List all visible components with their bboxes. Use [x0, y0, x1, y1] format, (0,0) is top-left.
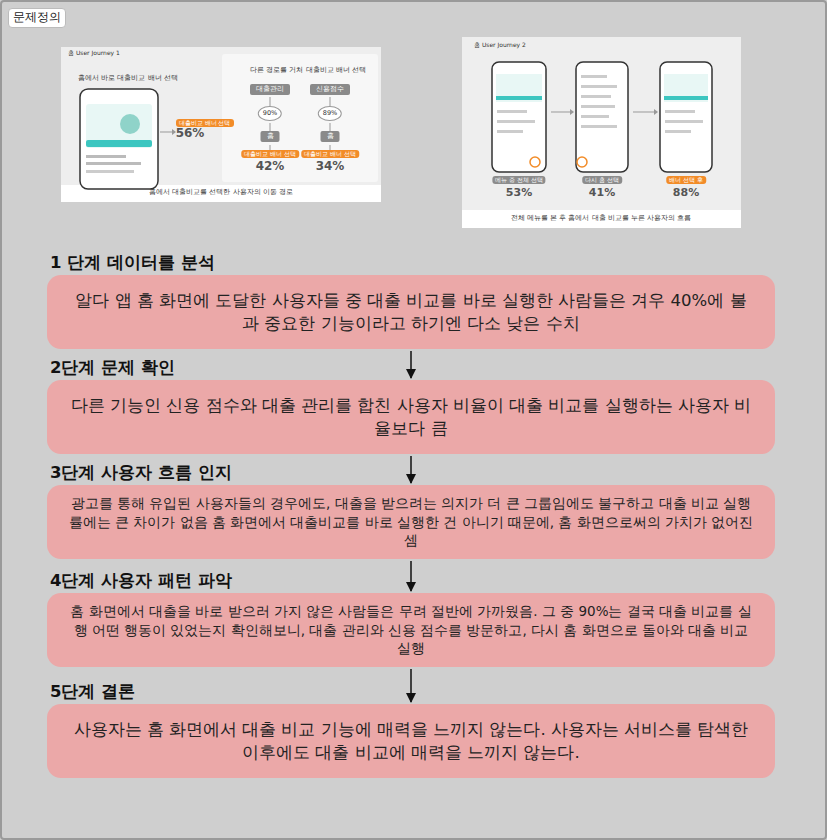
flow-arrow — [410, 351, 412, 378]
flow-arrow — [410, 561, 412, 591]
screenshot-label: 다른 경로를 거쳐 대출비교 배너 선택 — [250, 66, 366, 74]
screenshot-label: 메뉴 중 전체 선택 — [492, 176, 545, 184]
process-box: 2단계 문제 확인다른 기능인 신용 점수와 대출 관리를 합친 사용자 비율이… — [47, 380, 775, 454]
process-box: 3단계 사용자 흐름 인지광고를 통해 유입된 사용자들의 경우에도, 대출을 … — [47, 485, 775, 559]
stage-text: 사용자는 홈 화면에서 대출 비교 기능에 매력을 느끼지 않는다. 사용자는 … — [67, 718, 755, 764]
screenshot-label: 홈 User Journey 1 — [68, 50, 120, 57]
stage-heading: 1 단계 데이터를 분석 — [50, 252, 215, 274]
screenshot-label: 대출비교 배너 선택 — [241, 150, 299, 158]
stage-text: 홈 화면에서 대출을 바로 받으러 가지 않은 사람들은 무려 절반에 가까웠음… — [67, 602, 755, 659]
process-box: 1 단계 데이터를 분석알다 앱 홈 화면에 도달한 사용자들 중 대출 비교를… — [47, 275, 775, 349]
stage-text: 알다 앱 홈 화면에 도달한 사용자들 중 대출 비교를 바로 실행한 사람들은… — [67, 289, 755, 335]
process-box: 4단계 사용자 패턴 파악홈 화면에서 대출을 바로 받으러 가지 않은 사람들… — [47, 593, 775, 667]
screenshot-label: 홈 User Journey 2 — [474, 42, 526, 49]
process-box: 5단계 결론사용자는 홈 화면에서 대출 비교 기능에 매력을 느끼지 않는다.… — [47, 704, 775, 778]
screenshot-label: 전체 메뉴를 본 후 홈에서 대출 비교를 누른 사용자의 흐름 — [511, 215, 691, 222]
screenshot-label: 42% — [256, 160, 285, 174]
screenshot-label: 대출관리 — [250, 84, 290, 95]
screenshot-label: 홈에서 대출비교를 선택한 사용자의 이동 경로 — [149, 189, 292, 196]
screenshot-label: 56% — [176, 127, 205, 141]
screenshot-label: 53% — [506, 187, 532, 200]
stage-heading: 4단계 사용자 패턴 파악 — [50, 570, 232, 592]
screenshot-label: 88% — [673, 187, 699, 200]
flow-arrow — [410, 669, 412, 702]
screenshot-label: 다시 홈 선택 — [582, 176, 622, 184]
screenshot-label: 홈 — [321, 131, 340, 142]
title-tag: 문제정의 — [8, 8, 66, 28]
screenshot-label: 34% — [316, 160, 345, 174]
flow-arrow — [410, 456, 412, 483]
screenshot-label: 배너 선택 후 — [666, 176, 706, 184]
stage-heading: 5단계 결론 — [50, 681, 135, 703]
stage-heading: 3단계 사용자 흐름 인지 — [50, 462, 232, 484]
screenshot-label: 신용점수 — [310, 84, 350, 95]
screenshot-label: 홈에서 바로 대출비교 배너 선택 — [78, 74, 178, 82]
stage-text: 다른 기능인 신용 점수와 대출 관리를 합친 사용자 비율이 대출 비교를 실… — [67, 394, 755, 440]
stage-text: 광고를 통해 유입된 사용자들의 경우에도, 대출을 받으려는 의지가 더 큰 … — [67, 494, 755, 551]
screenshot-label: 41% — [589, 187, 615, 200]
screenshot-label: 대출비교 배너 선택 — [301, 150, 359, 158]
screenshot-label: 홈 — [261, 131, 280, 142]
stage-heading: 2단계 문제 확인 — [50, 357, 175, 379]
